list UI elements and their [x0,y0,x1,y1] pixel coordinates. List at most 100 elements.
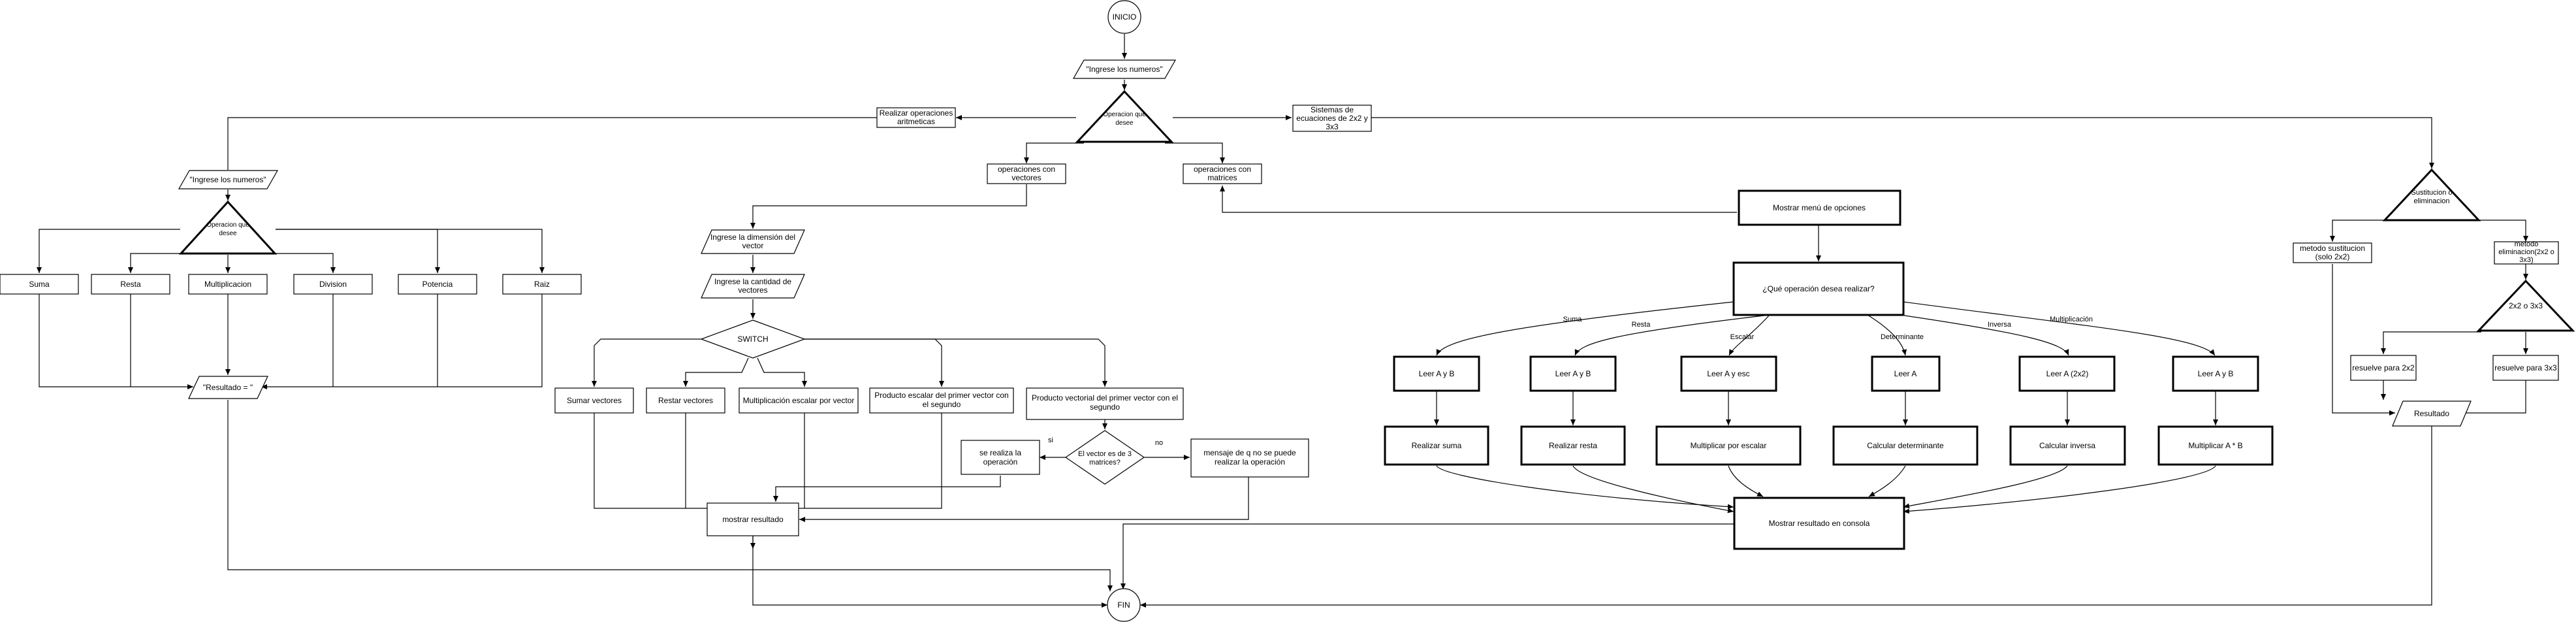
matrix-operations-box: operaciones con matrices [1183,163,1262,184]
svg-text:mensaje de q no se puede: mensaje de q no se puede [1203,448,1296,457]
print-result-console-box: Mostrar resultado en consola [1733,497,1905,550]
connectors [37,34,2528,608]
input-vector-count: Ingrese la cantidad de vectores [701,274,805,299]
op-resta-box: Resta [91,274,170,295]
input-vector-dimension: Ingrese la dimensión del vector [701,229,805,254]
svg-text:Operacion que: Operacion que [1103,111,1146,118]
svg-text:Sumar vectores: Sumar vectores [567,396,622,405]
read-a-esc-box: Leer A y esc [1680,355,1777,392]
arithmetic-operations-box: Realizar operaciones aritmeticas [876,107,956,128]
svg-text:metodo sustitucion: metodo sustitucion [2300,244,2365,253]
operation-performed-box: se realiza la operación [961,440,1040,475]
svg-text:eliminacion: eliminacion [2413,197,2449,205]
end-node: FIN [1107,588,1141,622]
perform-sum-box: Realizar suma [1384,425,1489,466]
svg-text:Leer A y B: Leer A y B [1419,369,1455,378]
size-decision: 2x2 o 3x3 [2476,279,2575,332]
svg-text:"Ingrese los numeros": "Ingrese los numeros" [189,175,266,184]
svg-text:aritmeticas: aritmeticas [897,117,935,126]
edge-labels: Suma Resta Escalar Determinante Inversa … [1048,316,2093,447]
svg-text:desee: desee [219,230,237,237]
read-a-box: Leer A [1871,355,1941,392]
svg-text:Ingrese la dimensión del: Ingrese la dimensión del [710,233,795,242]
svg-text:resuelve para 3x3: resuelve para 3x3 [2494,363,2557,372]
cannot-perform-message-box: mensaje de q no se puede realizar la ope… [1190,438,1309,478]
svg-text:3x3): 3x3) [2519,256,2533,264]
switch-decision: SWITCH [700,319,806,359]
svg-text:Leer A y B: Leer A y B [2198,369,2234,378]
input-numbers-top: "Ingrese los numeros" [1072,59,1177,79]
svg-text:Sistemas de: Sistemas de [1311,105,1354,114]
svg-text:(solo 2x2): (solo 2x2) [2315,252,2350,261]
svg-text:Calcular inversa: Calcular inversa [2039,441,2095,450]
edge-label-inversa: Inversa [1988,321,2012,329]
read-ab-resta-box: Leer A y B [1529,355,1617,392]
svg-text:desee: desee [1115,120,1134,127]
svg-text:Restar vectores: Restar vectores [658,396,713,405]
svg-text:Multiplicación escalar por vec: Multiplicación escalar por vector [743,396,855,405]
svg-text:ecuaciones de 2x2 y: ecuaciones de 2x2 y [1296,114,1367,123]
equation-systems-box: Sistemas de ecuaciones de 2x2 y 3x3 [1292,105,1372,132]
dot-product-box: Producto escalar del primer vector con e… [869,387,1014,414]
svg-text:segundo: segundo [1090,402,1120,412]
svg-text:metodo: metodo [2515,240,2539,248]
svg-text:Leer A y B: Leer A y B [1555,369,1591,378]
svg-text:operaciones con: operaciones con [998,165,1055,174]
op-suma-box: Suma [0,274,79,295]
end-label: FIN [1117,600,1130,610]
svg-text:Operacion que: Operacion que [206,221,249,229]
read-ab-suma-box: Leer A y B [1393,355,1480,392]
result-output-left: "Resultado = " [188,376,268,399]
edge-label-no: no [1155,439,1163,447]
svg-text:operaciones con: operaciones con [1194,165,1251,174]
read-ab-mult-box: Leer A y B [2172,355,2259,392]
show-menu-box: Mostrar menú de opciones [1738,189,1901,226]
svg-text:vectores: vectores [738,286,767,295]
svg-text:Ingrese la cantidad de: Ingrese la cantidad de [714,277,791,286]
svg-text:se realiza la: se realiza la [979,448,1021,457]
svg-text:"Ingrese los numeros": "Ingrese los numeros" [1086,65,1162,74]
svg-text:2x2 o 3x3: 2x2 o 3x3 [2509,301,2543,310]
op-potencia-box: Potencia [398,274,477,295]
svg-text:Realizar operaciones: Realizar operaciones [880,108,953,118]
svg-text:3x3: 3x3 [1326,122,1339,131]
svg-text:"Resultado = ": "Resultado = " [203,383,253,392]
edge-label-si: si [1048,436,1053,444]
svg-text:Leer A: Leer A [1894,369,1917,378]
svg-text:vectores: vectores [1011,173,1041,182]
svg-text:el segundo: el segundo [923,400,961,409]
start-label: INICIO [1113,12,1137,22]
svg-text:matrices: matrices [1207,173,1237,182]
substitution-method-box: metodo sustitucion (solo 2x2) [2293,242,2372,263]
edge-label-multiplicacion: Multiplicación [2050,316,2093,323]
svg-text:Mostrar resultado en consola: Mostrar resultado en consola [1769,519,1870,528]
determinant-box: Calcular determinante [1832,425,1979,466]
svg-text:¿Qué operación desea realizar?: ¿Qué operación desea realizar? [1762,284,1875,293]
svg-text:Multiplicacion: Multiplicacion [204,280,251,289]
scalar-multiply-box: Multiplicar por escalar [1655,425,1802,466]
sum-vectors-box: Sumar vectores [554,387,634,414]
edge-label-escalar: Escalar [1730,333,1755,341]
is-3d-decision: El vector es de 3 matrices? [1064,430,1145,485]
svg-text:Sustitucion o: Sustitucion o [2411,189,2453,197]
perform-subtract-box: Realizar resta [1520,425,1626,466]
svg-text:matrices?: matrices? [1089,459,1121,466]
elimination-method-box: metodo eliminacion(2x2 o 3x3) [2494,240,2559,265]
op-division-box: Division [293,274,373,295]
svg-text:Realizar suma: Realizar suma [1412,441,1462,450]
result-output-right: Resultado [2392,401,2472,427]
subtract-vectors-box: Restar vectores [646,387,725,414]
inverse-box: Calcular inversa [2009,425,2126,466]
svg-text:Producto escalar del primer ve: Producto escalar del primer vector con [874,391,1008,400]
svg-text:Calcular determinante: Calcular determinante [1867,441,1944,450]
substitution-elimination-decision: Sustitucion o eliminacion [2382,168,2481,221]
svg-text:Raiz: Raiz [534,280,550,289]
svg-text:mostrar resultado: mostrar resultado [722,515,784,524]
svg-text:Potencia: Potencia [422,280,453,289]
input-numbers-left: "Ingrese los numeros" [178,170,279,189]
edge-label-determinante: Determinante [1881,333,1924,341]
svg-text:SWITCH: SWITCH [737,335,768,344]
edge-label-suma: Suma [1563,316,1583,323]
operation-decision-main: Operacion que desee [1075,90,1174,143]
